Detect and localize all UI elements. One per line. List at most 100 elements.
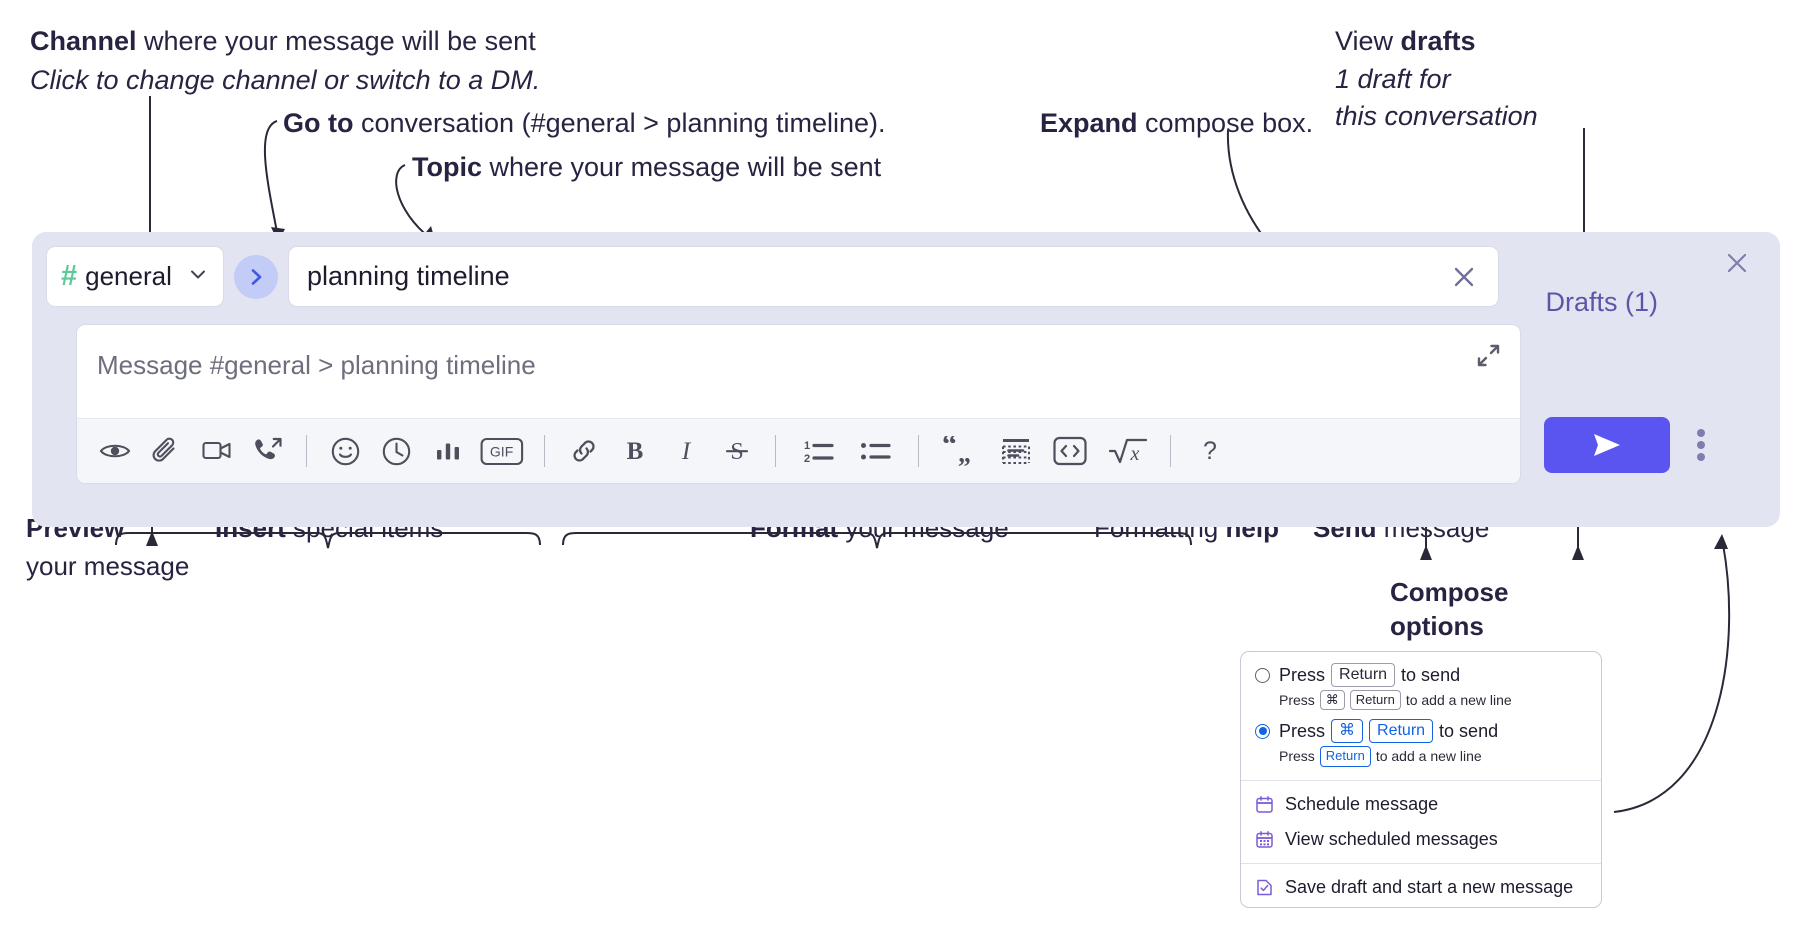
annotation-drafts-italic1: 1 draft for — [1335, 63, 1451, 94]
menu-item-schedule-message[interactable]: Schedule message — [1241, 787, 1601, 822]
hash-icon: # — [61, 260, 77, 292]
compose-panel: # general — [32, 232, 1780, 527]
panel-close-button[interactable] — [1720, 246, 1754, 280]
dot — [1697, 453, 1705, 461]
menu-item-view-scheduled[interactable]: View scheduled messages — [1241, 822, 1601, 857]
close-icon — [1454, 267, 1474, 286]
menu-item-label: Schedule message — [1285, 793, 1439, 814]
annotation-channel-bold: Channel — [30, 26, 137, 56]
annotation-goto-bold: Go to — [283, 108, 354, 138]
press-label: Press — [1279, 664, 1326, 685]
menu-divider — [1241, 779, 1601, 781]
code-block-button[interactable] — [992, 428, 1039, 475]
compose-header-row: # general — [46, 246, 1499, 307]
italic-icon: I — [680, 438, 691, 465]
blockquote-icon: “ „ — [942, 436, 971, 466]
send-button[interactable] — [1544, 417, 1670, 473]
channel-selector[interactable]: # general — [46, 246, 224, 307]
math-button[interactable]: x — [1101, 428, 1155, 475]
topic-input[interactable] — [307, 261, 1446, 292]
svg-text:„: „ — [958, 439, 971, 466]
message-input[interactable] — [97, 343, 1427, 387]
poll-button[interactable] — [424, 428, 471, 475]
menu-item-save-draft[interactable]: Save draft and start a new message — [1241, 870, 1601, 905]
annotation-drafts-bold: drafts — [1400, 26, 1476, 56]
expand-icon — [1477, 344, 1500, 367]
radio-return[interactable] — [1255, 667, 1270, 683]
preview-button[interactable] — [91, 428, 138, 475]
annotation-topic-rest: where your message will be sent — [482, 152, 882, 182]
send-option-return-label: Press Return to send — [1279, 663, 1460, 687]
svg-text:?: ? — [1203, 437, 1217, 465]
ordered-list-icon: 1 2 — [804, 440, 834, 465]
svg-text:1: 1 — [804, 440, 810, 452]
radio-cmd-return[interactable] — [1255, 723, 1270, 739]
svg-text:“: “ — [942, 436, 957, 461]
annotation-goto: Go to conversation (#general > planning … — [283, 106, 886, 141]
video-clip-button[interactable] — [193, 428, 240, 475]
bold-icon: B — [626, 438, 643, 465]
newline-label: to add a new line — [1405, 692, 1512, 709]
code-block-icon — [1001, 439, 1030, 464]
toolbar-separator — [1170, 435, 1171, 467]
inline-code-button[interactable] — [1043, 428, 1097, 475]
svg-text:B: B — [626, 438, 643, 465]
press-label: Press — [1279, 692, 1315, 709]
bold-button[interactable]: B — [611, 428, 658, 475]
ordered-list-button[interactable]: 1 2 — [791, 428, 845, 475]
send-option-cmd-return-hint: Press Return to add a new line — [1241, 743, 1601, 773]
video-icon — [201, 441, 231, 460]
send-option-cmd-return[interactable]: Press ⌘ Return to send — [1241, 717, 1601, 744]
reminder-button[interactable] — [373, 428, 420, 475]
expand-compose-button[interactable] — [1472, 339, 1506, 373]
annotation-topic: Topic where your message will be sent — [412, 150, 881, 185]
toolbar-separator — [306, 435, 307, 467]
attachment-button[interactable] — [142, 428, 189, 475]
annotation-channel-italic: Click to change channel or switch to a D… — [30, 64, 541, 95]
annotation-drafts-pre: View — [1335, 26, 1401, 56]
annotation-drafts: View drafts 1 draft for this conversatio… — [1335, 24, 1538, 134]
annotation-drafts-italic2: this conversation — [1335, 101, 1538, 132]
drafts-link[interactable]: Drafts (1) — [1545, 287, 1658, 317]
formatting-help-button[interactable]: ? — [1186, 428, 1233, 475]
menu-item-label: View scheduled messages — [1285, 828, 1498, 849]
inline-code-icon — [1053, 436, 1087, 466]
annotation-channel-rest: where your message will be sent — [136, 26, 536, 56]
key-return: Return — [1331, 663, 1396, 687]
bulleted-list-button[interactable] — [849, 428, 903, 475]
press-label: Press — [1279, 720, 1326, 741]
math-icon: x — [1108, 438, 1148, 465]
annotation-goto-rest: conversation (#general > planning timeli… — [353, 108, 886, 138]
chevron-down-icon — [187, 263, 209, 290]
italic-button[interactable]: I — [662, 428, 709, 475]
dot — [1697, 441, 1705, 449]
annotation-expand-rest: compose box. — [1137, 108, 1314, 138]
annotation-topic-bold: Topic — [412, 152, 482, 182]
send-option-return[interactable]: Press Return to send — [1241, 661, 1601, 687]
audio-clip-button[interactable] — [244, 428, 291, 475]
strikethrough-button[interactable]: S — [713, 428, 760, 475]
link-button[interactable] — [560, 428, 607, 475]
goto-conversation-button[interactable] — [234, 254, 278, 299]
bulleted-list-icon — [861, 443, 891, 460]
newline-label: to add a new line — [1375, 748, 1482, 765]
key-return: Return — [1369, 719, 1434, 744]
annotation-expand-bold: Expand — [1040, 108, 1138, 138]
preview-icon — [99, 444, 130, 458]
key-return: Return — [1319, 746, 1371, 767]
emoji-button[interactable] — [322, 428, 369, 475]
topic-clear-button[interactable] — [1446, 259, 1482, 295]
save-draft-icon — [1257, 879, 1272, 895]
compose-options-button[interactable] — [1684, 424, 1718, 466]
send-icon — [1594, 434, 1620, 456]
blockquote-button[interactable]: “ „ — [934, 428, 988, 475]
calendar-schedule-icon — [1256, 795, 1273, 813]
calendar-list-icon — [1256, 830, 1273, 848]
topic-field[interactable] — [288, 246, 1499, 307]
strikethrough-icon: S — [725, 439, 748, 465]
send-option-cmd-return-label: Press ⌘ Return to send — [1279, 719, 1499, 744]
annotation-expand: Expand compose box. — [1040, 106, 1313, 141]
to-send-label: to send — [1439, 720, 1499, 741]
gif-button[interactable]: GIF — [475, 428, 529, 475]
svg-text:x: x — [1130, 443, 1140, 465]
